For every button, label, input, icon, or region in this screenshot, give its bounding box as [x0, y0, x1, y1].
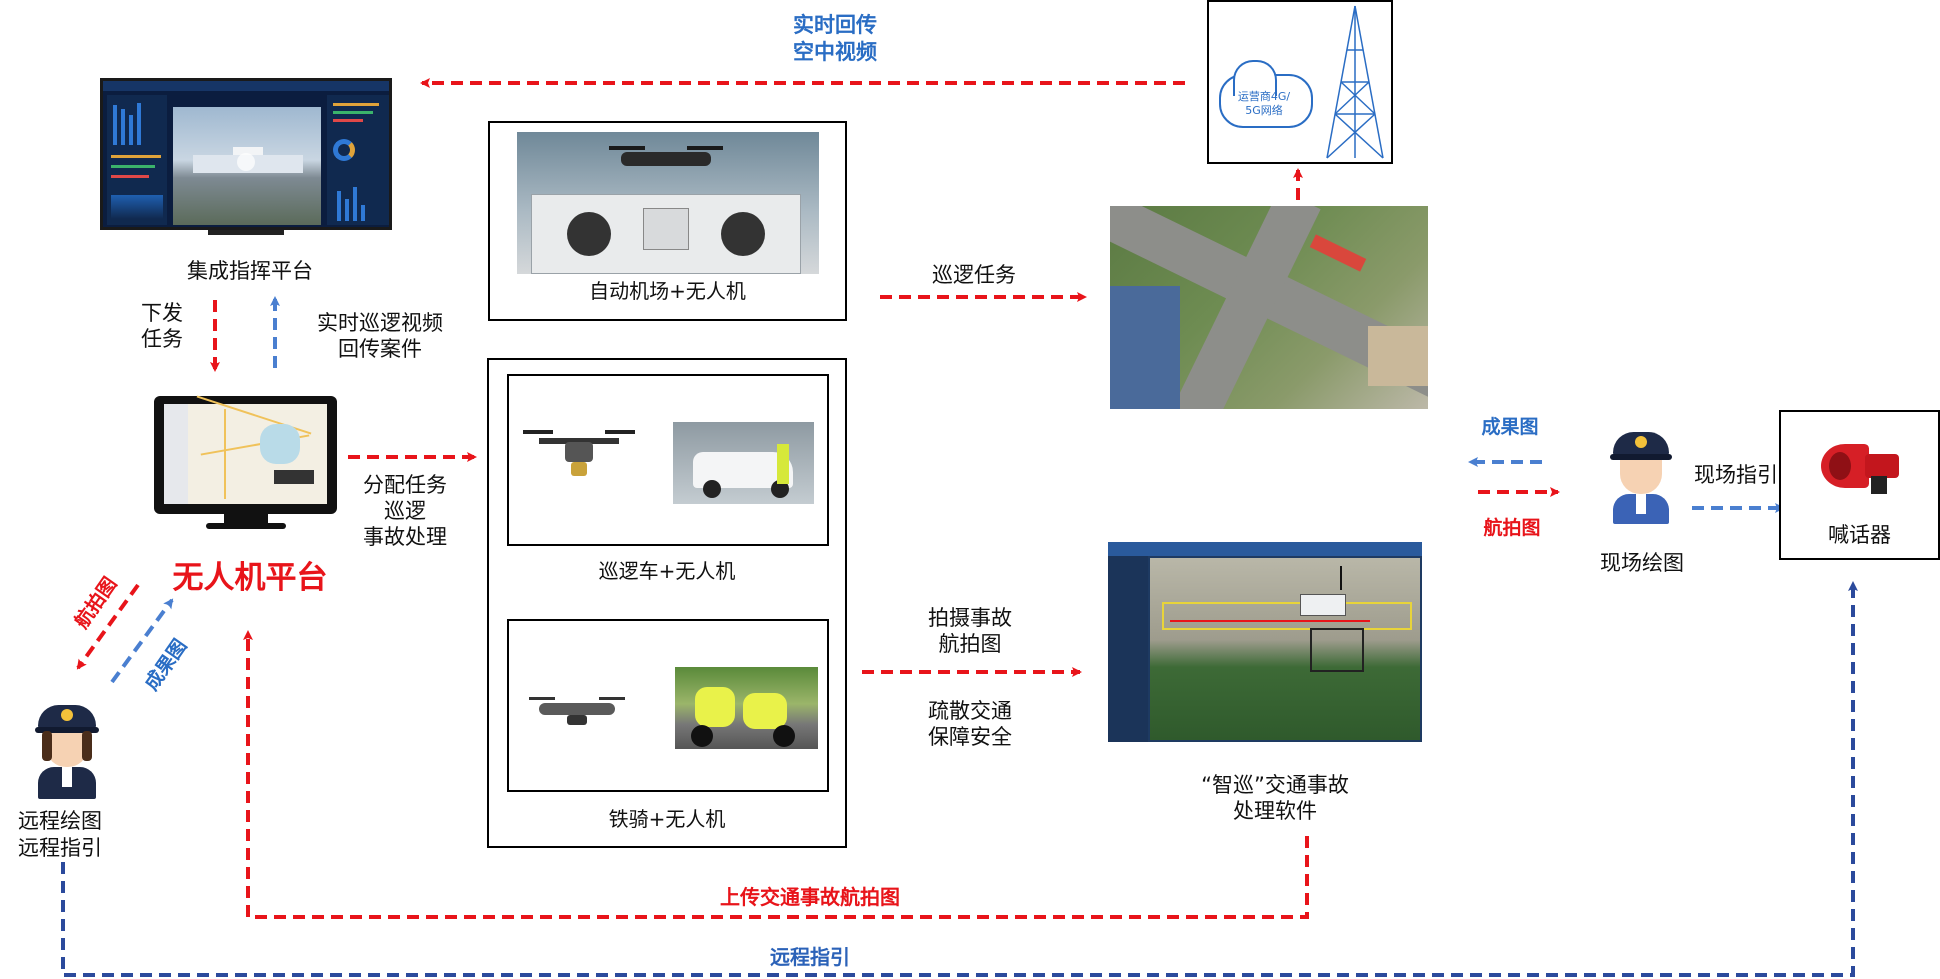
label-evacuate: 疏散交通保障安全	[928, 699, 1012, 749]
label-onsite-officer: 现场绘图	[1600, 551, 1684, 575]
megaphone-icon	[1821, 438, 1903, 496]
label-motorbike: 铁骑+无人机	[608, 807, 726, 831]
label-capture: 拍摄事故航拍图	[928, 606, 1012, 656]
uav-map-screen	[164, 395, 327, 504]
airport-dock-photo	[517, 132, 819, 274]
uav-platform-monitor	[154, 395, 337, 514]
patrol-vehicles-box: 巡逻车+无人机 铁骑+无人机	[487, 358, 847, 848]
dashboard-right-panel	[327, 95, 389, 225]
play-icon	[237, 153, 255, 171]
software-canvas	[1150, 558, 1420, 740]
label-command-platform: 集成指挥平台	[187, 259, 313, 283]
motorbike-photo	[675, 667, 818, 749]
drone-icon	[621, 152, 711, 166]
drone-mavic-photo	[529, 687, 625, 739]
software-tablet	[1108, 542, 1422, 742]
label-video-return: 实时回传空中视频	[793, 13, 877, 64]
dashboard-airport-video	[173, 107, 321, 225]
label-onsite-guide: 现场指引	[1694, 463, 1778, 487]
patrol-car-box	[507, 374, 829, 546]
label-result-map-right: 成果图	[1481, 416, 1539, 438]
label-patrol-task: 巡逻任务	[932, 263, 1016, 287]
aerial-intersection-photo	[1110, 206, 1428, 409]
command-dashboard-screen	[100, 78, 392, 230]
signal-tower-icon	[1326, 5, 1384, 159]
label-patrol-car: 巡逻车+无人机	[598, 559, 736, 583]
label-remote-guide: 远程指引	[770, 945, 850, 969]
software-toolbar	[1108, 542, 1422, 556]
onsite-officer-avatar	[1607, 432, 1675, 524]
dashboard-header	[103, 81, 389, 91]
label-remote-officer: 远程绘图远程指引	[18, 809, 102, 860]
airport-uav-box: 自动机场+无人机	[488, 121, 847, 321]
label-upload: 上传交通事故航拍图	[720, 885, 900, 909]
label-software: “智巡”交通事故处理软件	[1201, 773, 1349, 823]
megaphone-box: 喊话器	[1779, 410, 1940, 560]
label-aerial-map-right: 航拍图	[1483, 517, 1541, 539]
label-network: 运营商4G/5G网络	[1237, 90, 1291, 117]
arrow-aerial-left	[76, 583, 140, 670]
patrol-car-photo	[673, 422, 814, 504]
arrow-result-left	[110, 598, 174, 684]
label-assign: 分配任务巡逻事故处理	[363, 473, 447, 549]
donut-chart-icon	[333, 139, 355, 161]
uav-monitor-base	[206, 523, 286, 529]
label-megaphone: 喊话器	[1828, 523, 1891, 547]
label-airport: 自动机场+无人机	[589, 279, 746, 303]
drone-m210-photo	[519, 416, 639, 486]
network-tower-box: 运营商4G/5G网络	[1207, 0, 1393, 164]
label-realtime-video: 实时巡逻视频回传案件	[317, 311, 443, 361]
dashboard-stand	[208, 230, 284, 235]
dashboard-left-panel	[107, 95, 167, 225]
software-tool-panel	[1108, 556, 1148, 742]
arrow-upload	[243, 630, 1309, 919]
arrow-remote-guide	[61, 581, 1858, 977]
motorbike-box	[507, 619, 829, 792]
uav-monitor-neck	[224, 514, 268, 524]
remote-officer-avatar	[32, 705, 102, 800]
label-dispatch: 下发任务	[141, 301, 183, 351]
label-uav-platform: 无人机平台	[172, 560, 328, 596]
